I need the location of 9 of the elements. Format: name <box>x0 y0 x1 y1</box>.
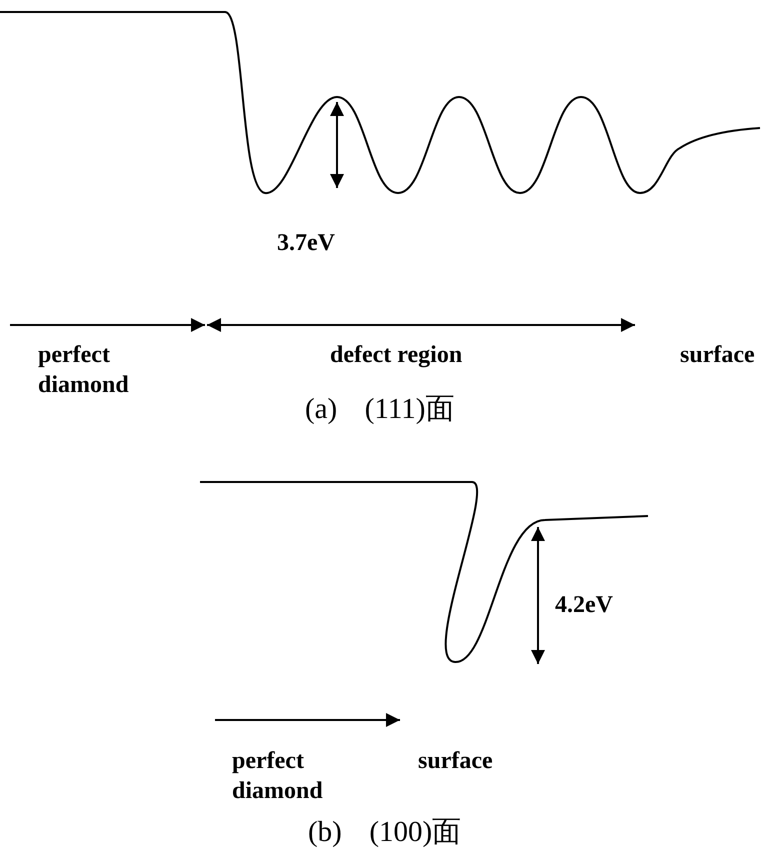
region-label: surface <box>680 341 755 370</box>
caption: (a) (111)面 <box>305 392 454 426</box>
region-label: perfect diamond <box>38 341 130 400</box>
energy-label: 4.2eV <box>555 591 613 620</box>
region-label: surface <box>418 747 493 776</box>
energy-label: 3.7eV <box>277 229 335 258</box>
region-label: defect region <box>330 341 462 370</box>
region-label: perfect diamond <box>232 747 324 806</box>
caption: (b) (100)面 <box>308 815 462 849</box>
